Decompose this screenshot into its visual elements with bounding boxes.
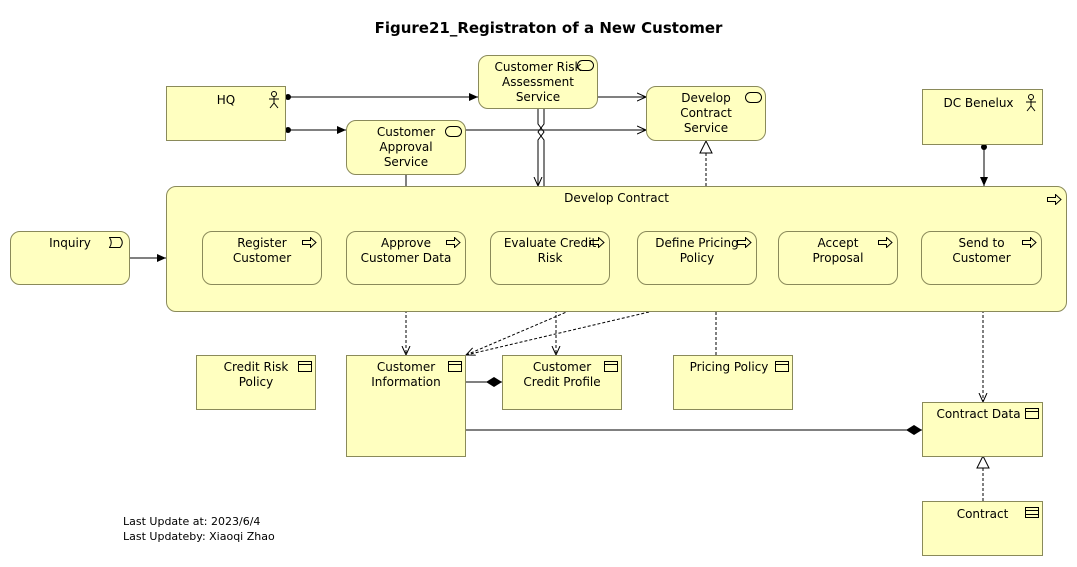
process-arrow-icon bbox=[1047, 194, 1062, 205]
develop-contract-service[interactable]: Develop Contract Service bbox=[646, 86, 766, 141]
last-update-author: Last Updateby: Xiaoqi Zhao bbox=[123, 530, 275, 543]
inquiry-event[interactable]: Inquiry bbox=[10, 231, 130, 285]
diagram-title: Figure21_Registraton of a New Customer bbox=[374, 19, 723, 37]
process-arrow-icon bbox=[878, 237, 893, 248]
service-icon bbox=[577, 60, 594, 71]
accept-proposal-process[interactable]: Accept Proposal bbox=[778, 231, 898, 285]
actor-icon bbox=[269, 91, 279, 109]
business-object-icon bbox=[775, 361, 789, 372]
dc-benelux-actor[interactable]: DC Benelux bbox=[922, 89, 1043, 145]
approval-service[interactable]: Customer Approval Service bbox=[346, 120, 466, 175]
register-customer-process[interactable]: Register Customer bbox=[202, 231, 322, 285]
service-icon bbox=[745, 92, 762, 103]
access-info-accept bbox=[465, 281, 781, 356]
customer-credit-profile-object[interactable]: Customer Credit Profile bbox=[502, 355, 622, 410]
business-object-icon bbox=[298, 361, 312, 372]
process-arrow-icon bbox=[302, 237, 317, 248]
business-object-icon bbox=[448, 361, 462, 372]
process-arrow-icon bbox=[590, 237, 605, 248]
contract-data-object[interactable]: Contract Data bbox=[922, 402, 1043, 457]
last-update-date: Last Update at: 2023/6/4 bbox=[123, 515, 261, 528]
process-arrow-icon bbox=[737, 237, 752, 248]
business-object-icon bbox=[604, 361, 618, 372]
send-to-customer-process[interactable]: Send to Customer bbox=[921, 231, 1042, 285]
pricing-policy-object[interactable]: Pricing Policy bbox=[673, 355, 793, 410]
risk-assessment-service[interactable]: Customer Risk Assessment Service bbox=[478, 55, 598, 109]
actor-icon bbox=[1026, 94, 1036, 112]
contract-object[interactable]: Contract bbox=[922, 501, 1043, 556]
define-pricing-policy-process[interactable]: Define Pricing Policy bbox=[637, 231, 757, 285]
process-arrow-icon bbox=[446, 237, 461, 248]
process-arrow-icon bbox=[1022, 237, 1037, 248]
event-icon bbox=[109, 237, 123, 248]
hq-actor[interactable]: HQ bbox=[166, 86, 286, 141]
evaluate-credit-risk-process[interactable]: Evaluate Credit Risk bbox=[490, 231, 610, 285]
credit-risk-policy-object[interactable]: Credit Risk Policy bbox=[196, 355, 316, 410]
approve-customer-data-process[interactable]: Approve Customer Data bbox=[346, 231, 466, 285]
risk-to-evaluate bbox=[537, 109, 544, 230]
business-object-icon bbox=[1025, 408, 1039, 419]
contract-icon bbox=[1025, 507, 1039, 518]
risk-to-develop-contract bbox=[538, 109, 545, 186]
service-icon bbox=[445, 126, 462, 137]
customer-information-object[interactable]: Customer Information bbox=[346, 355, 466, 457]
